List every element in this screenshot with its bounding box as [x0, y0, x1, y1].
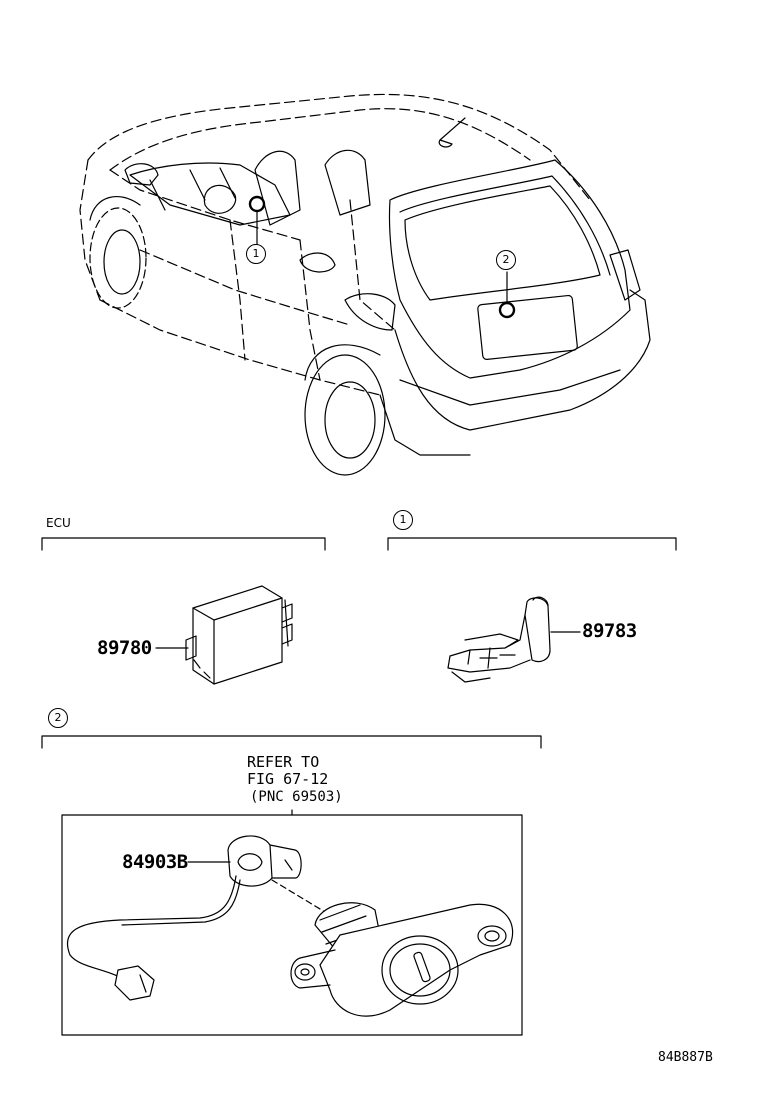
- tail-lamp-left: [344, 293, 396, 331]
- ecu-section-title: ECU: [46, 516, 71, 530]
- callout1-marker: 1: [393, 510, 413, 530]
- sensor-89783-drawing: [447, 596, 551, 683]
- ecu-section-bracket: [41, 537, 326, 551]
- ecu-module-drawing: [185, 585, 293, 685]
- license-plate-area: [477, 294, 578, 360]
- location-marker-rear: [498, 301, 516, 319]
- car-marker-2: 2: [496, 250, 516, 270]
- roof-outline: [87, 93, 591, 201]
- location-marker-ecu: [248, 195, 266, 213]
- side-mirror: [124, 163, 159, 186]
- car-marker-1: 1: [246, 244, 266, 264]
- roof-antenna: [438, 117, 466, 148]
- vehicle-illustration: [79, 93, 651, 476]
- rear-bumper: [394, 289, 651, 431]
- sensor-part-number: 89783: [582, 620, 637, 642]
- callout2-marker: 2: [48, 708, 68, 728]
- lock-cylinder-assembly: [66, 835, 514, 1017]
- refer-to-line3: (PNC 69503): [250, 789, 343, 805]
- seat-rear: [324, 149, 371, 216]
- refer-to-line1: REFER TO: [247, 753, 320, 771]
- steering-wheel: [203, 184, 237, 214]
- dashboard: [129, 162, 291, 226]
- rear-window: [404, 185, 601, 301]
- rear-wheel: [304, 344, 386, 476]
- callout2-detail-box: [61, 814, 523, 1036]
- rear-seat-cushion: [299, 252, 336, 273]
- callout1-section-bracket: [387, 537, 677, 551]
- seat-front: [254, 150, 301, 226]
- front-wheel: [89, 196, 147, 309]
- ecu-part-number: 89780: [97, 637, 152, 659]
- refer-to-line2: FIG 67-12: [247, 770, 329, 788]
- switch-part-number: 84903B: [122, 851, 188, 873]
- tail-lamp-right: [609, 249, 641, 301]
- tailgate: [388, 159, 631, 379]
- callout2-section-bracket: [41, 735, 542, 749]
- figure-code: 84B887B: [658, 1050, 713, 1065]
- roof-inner: [109, 108, 531, 171]
